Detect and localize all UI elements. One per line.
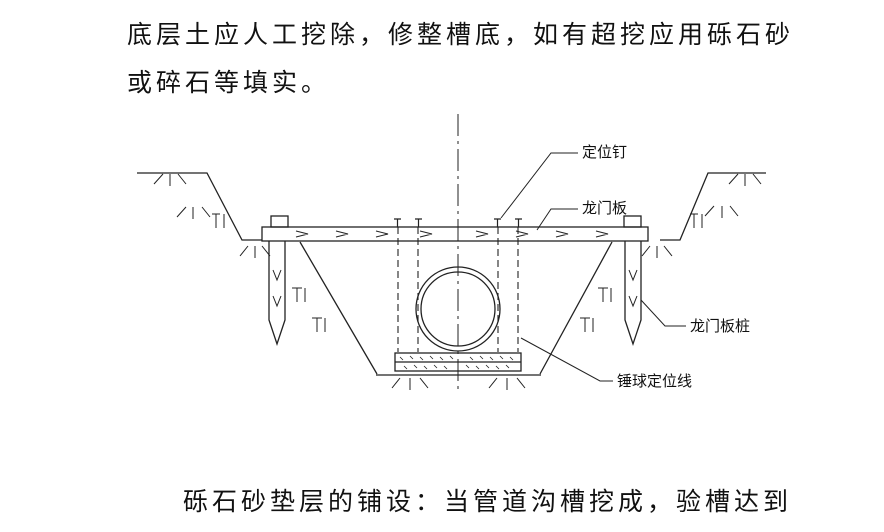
- soil-hatching: [153, 173, 762, 390]
- paragraph-line-1: 底层土应人工挖除，修整槽底，如有超挖应用砾石砂: [127, 20, 795, 49]
- label-plumb-line: 锤球定位线: [617, 372, 692, 390]
- pipe-outer: [415, 266, 501, 352]
- board-arrows: [295, 230, 609, 238]
- board-post-left: [270, 215, 289, 228]
- ground-right: [660, 172, 766, 241]
- ground-left: [137, 172, 262, 241]
- pile-right: [624, 241, 642, 347]
- label-locating-nail: 定位钉: [582, 143, 627, 161]
- label-dragon-board: 龙门板: [582, 199, 627, 217]
- slope-left: [299, 241, 378, 375]
- pile-left: [268, 241, 286, 347]
- pipe-inner: [420, 271, 496, 347]
- leader-lines: [500, 152, 686, 382]
- locating-nails: [394, 218, 522, 227]
- dragon-gate-board: [261, 226, 649, 242]
- slope-right: [539, 241, 613, 375]
- paragraph-line-3: 砾石砂垫层的铺设：当管道沟槽挖成，验槽达到: [183, 487, 793, 516]
- plumb-lines: [397, 227, 519, 352]
- board-post-right: [623, 215, 642, 228]
- paragraph-line-2: 或碎石等填实。: [127, 68, 331, 97]
- label-board-pile: 龙门板桩: [690, 317, 750, 335]
